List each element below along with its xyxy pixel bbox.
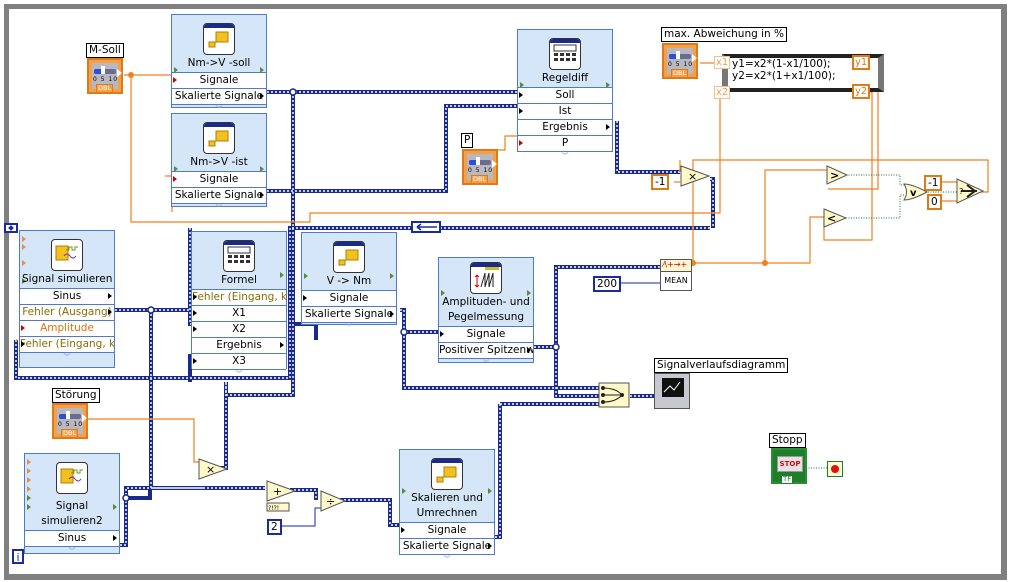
constant-neg-one-select[interactable]: -1 [924,175,943,191]
dbl-wires [16,62,989,463]
multiply-node-1[interactable]: × [679,164,713,188]
shift-register [411,221,441,233]
signal-generator-icon [56,462,88,494]
select-node[interactable]: ? [955,177,985,205]
stopp-label: Stopp [769,433,806,448]
or-node[interactable]: v [902,182,930,202]
boolean-wires [806,174,960,469]
amplitude-measure-icon [470,262,502,294]
nm-v-ist-vi[interactable]: Nm->V -ist Signale Skalierte Signale ︾ [171,113,267,212]
constant-200[interactable]: 200 [593,276,622,292]
svg-text:>: > [830,169,839,182]
formel-vi[interactable]: Formel Fehler (Eingang, k X1 X2 Ergebnis… [191,231,287,378]
svg-text:×: × [206,463,215,476]
svg-text:×: × [688,170,697,183]
svg-text:v: v [910,188,917,199]
stopp-button-control[interactable]: STOP TF [771,448,807,484]
p-label: P [461,133,474,148]
add-node[interactable]: +?!?! [265,479,299,513]
scale-icon [203,122,235,154]
greater-than-node[interactable]: > [825,164,849,188]
mean-icon: ⁄\+→+ [661,260,691,272]
stoerung-control[interactable]: 0 5 10 DBL [52,403,88,439]
iteration-terminal: i [12,549,24,564]
p-control[interactable]: 0 5 10 DBL [462,149,498,185]
constant-two[interactable]: 2 [267,519,282,535]
m-soll-label: M-Soll [86,43,124,58]
stoerung-label: Störung [52,388,100,403]
max-abweichung-control[interactable]: 0 5 10 DBL [662,43,698,79]
formula-input-x1: x1 [714,56,731,69]
mean-vi[interactable]: ⁄\+→+ MEAN [660,259,692,291]
constant-neg-one[interactable]: -1 [651,174,670,190]
v-nm-vi[interactable]: V -> Nm Signale Skalierte Signale ︾ [301,232,397,331]
signal-generator-icon [51,239,83,271]
max-abweichung-label: max. Abweichung in % [661,27,787,42]
formula-output-y1: y1 [852,55,871,70]
scale-icon [203,23,235,55]
loop-condition-tunnel [4,223,18,233]
signalverlaufsdiagramm-label: Signalverlaufsdiagramm [654,358,789,373]
scale-icon [431,458,463,490]
skalieren-umrechnen-vi[interactable]: Skalieren und Umrechnen Signale Skaliert… [399,449,495,563]
signal-simulieren2-vi[interactable]: Signal simulieren2 Sinus ︾ [24,453,120,555]
formula-icon [549,38,581,70]
amplituden-pegelmessung-vi[interactable]: Amplituden- und Pegelmessung Signale Pos… [438,257,534,367]
svg-text:?: ? [959,187,963,196]
waveform-chart-icon [662,378,684,397]
signalverlaufsdiagramm-indicator[interactable] [654,373,690,409]
svg-text:÷: ÷ [326,495,335,508]
nm-v-soll-vi[interactable]: Nm->V -soll Signale Skalierte Signale ︾ [171,14,267,113]
divide-node[interactable]: ÷ [319,489,349,513]
multiply-node-2[interactable]: × [197,457,231,481]
loop-stop-terminal [827,461,843,477]
constant-zero[interactable]: 0 [927,194,942,210]
svg-text:+: + [273,485,282,498]
svg-text:<: < [827,212,836,225]
less-than-node[interactable]: < [822,207,848,231]
merge-signals-node[interactable] [598,382,630,408]
m-soll-control[interactable]: 0 5 10 DBL [87,58,123,94]
svg-text:?!?!: ?!?! [268,505,279,512]
formula-output-y2: y2 [852,84,871,99]
formula-input-x2: x2 [714,86,731,99]
integer-wires [280,282,660,527]
signal-simulieren-vi[interactable]: Signal simulieren Sinus Fehler (Ausgang)… [19,230,115,368]
regeldiff-vi[interactable]: Regeldiff Soll Ist Ergebnis P ︾ [517,29,613,160]
formula-icon [223,240,255,272]
scale-icon [333,241,365,273]
